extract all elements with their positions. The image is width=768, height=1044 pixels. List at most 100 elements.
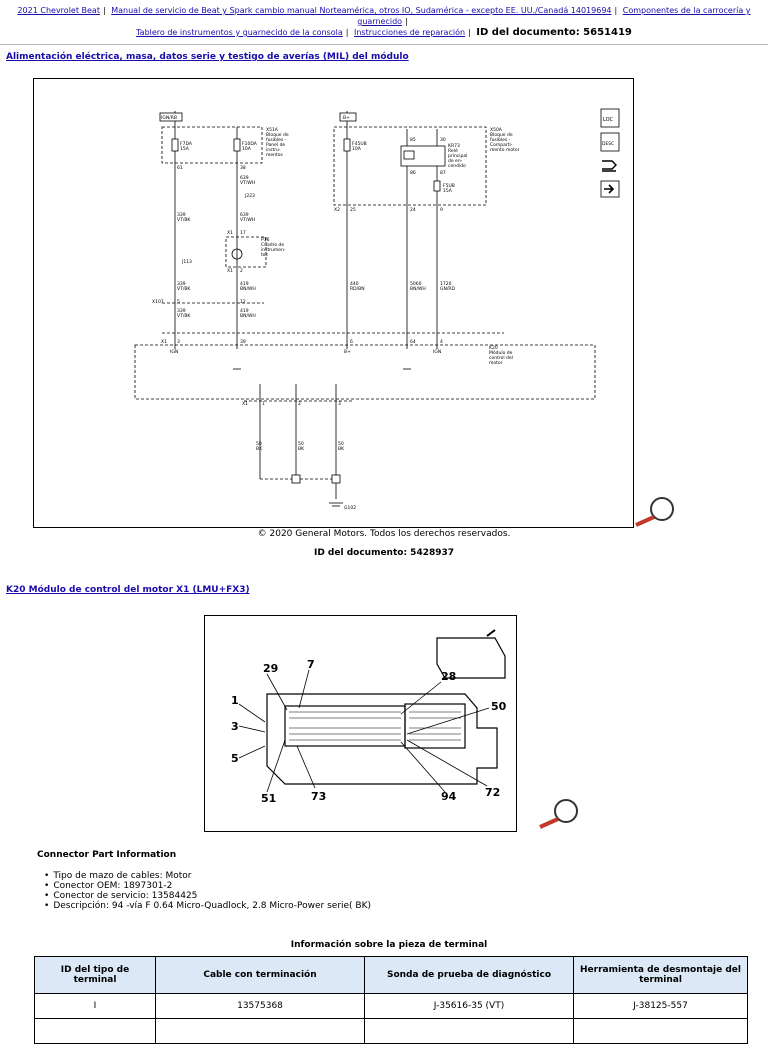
section-title-power-ground[interactable]: Alimentación eléctrica, masa, datos seri… xyxy=(6,52,409,62)
zoom-magnifier-icon[interactable] xyxy=(630,494,678,528)
description-legend-icon[interactable] xyxy=(600,132,620,152)
diagram-label: 30 xyxy=(440,137,446,143)
breadcrumb-link-vehicle[interactable]: 2021 Chevrolet Beat xyxy=(17,6,100,15)
zoom-magnifier-icon[interactable] xyxy=(534,796,582,830)
diagram-label: VT/WH xyxy=(240,180,255,186)
diagram-label: 15A xyxy=(443,188,453,194)
diagram-label: 2 xyxy=(298,401,301,407)
table-cell xyxy=(34,1018,156,1044)
table-cell xyxy=(573,1018,748,1044)
terminal-table-caption: Información sobre la pieza de terminal xyxy=(290,940,488,950)
pin-callout: 7 xyxy=(307,658,315,671)
diagram-label: 639 xyxy=(240,175,249,181)
diagram-label: Comparti- xyxy=(490,142,513,148)
breadcrumb-separator: | xyxy=(468,28,471,37)
diagram-label: BN/WH xyxy=(240,313,256,319)
diagram-label: J113 xyxy=(181,259,192,265)
diagram-label: J223 xyxy=(244,193,255,199)
wiring-diagram-svg: IGN/RB B+ X51A Bloque de fusibles - Pane… xyxy=(134,108,620,511)
pin-callout: 73 xyxy=(311,790,326,803)
legend-loc-label: LOC xyxy=(603,117,614,123)
header-divider xyxy=(0,44,768,45)
diagram-label: 50 xyxy=(298,441,304,447)
diagram-label: fusibles - xyxy=(490,137,511,143)
diagram-label: RD/BN xyxy=(350,286,365,292)
diagram-label: tos xyxy=(261,252,269,258)
breadcrumb-link-body[interactable]: Componentes de la carrocería y guarnecid… xyxy=(357,6,751,26)
diagram-label: X1 xyxy=(242,401,248,407)
diagram-label: 39 xyxy=(240,339,246,345)
diagram-label: 339 xyxy=(177,308,186,314)
diagram-label: G102 xyxy=(344,505,356,511)
diagram-label: F5UB xyxy=(443,183,455,189)
diagram-label: Relé xyxy=(448,147,458,154)
diagram-label: VT/WH xyxy=(240,217,255,223)
diagram-label: 2 xyxy=(240,268,243,274)
table-cell: I xyxy=(34,993,156,1019)
diagram-legend: LOC DESC xyxy=(600,108,620,198)
column-header: Herramienta de desmontaje del terminal xyxy=(573,956,748,994)
diagram-label: IGN/RB xyxy=(161,115,177,121)
diagram-label: Bloque de xyxy=(490,132,513,138)
location-legend-icon[interactable] xyxy=(600,108,620,128)
diagram-label: 6 xyxy=(350,339,353,345)
diagram-label: X107 xyxy=(152,299,164,305)
column-header: ID del tipo de terminal xyxy=(34,956,156,994)
diagram-label: 10A xyxy=(352,146,362,152)
diagram-label: 87 xyxy=(440,170,446,176)
diagram-label: 4 xyxy=(440,339,443,345)
breadcrumb-link-repair[interactable]: Instrucciones de reparación xyxy=(354,28,466,37)
diagram-label: B+ xyxy=(344,349,351,355)
diagram-label: K20 xyxy=(489,345,498,351)
diagram-label: BK xyxy=(338,446,345,452)
diagram-label: 50 xyxy=(256,441,262,447)
diagram-label: Bloque de xyxy=(266,132,289,138)
table-row xyxy=(34,1018,748,1044)
diagram-label: X51A xyxy=(266,127,279,133)
section-title-k20-connector[interactable]: K20 Módulo de control del motor X1 (LMU+… xyxy=(6,585,250,595)
diagram-label: 339 xyxy=(177,212,186,218)
diagram-label: 15A xyxy=(180,146,190,152)
table-cell xyxy=(364,1018,574,1044)
breadcrumb-link-manual[interactable]: Manual de servicio de Beat y Spark cambi… xyxy=(111,6,612,15)
diagram-label: 12 xyxy=(240,299,246,305)
list-item: Tipo de mazo de cables: Motor xyxy=(52,871,371,881)
diagram-label: X1 xyxy=(161,339,167,345)
diagram-label: B+ xyxy=(343,115,350,121)
diagram-label: IGN xyxy=(170,349,178,355)
diagram-label: cendido xyxy=(448,163,466,169)
table-cell: J-35616-35 (VT) xyxy=(364,993,574,1019)
table-cell: J-38125-557 xyxy=(573,993,748,1019)
diagram-label: 3 xyxy=(338,401,341,407)
diagram-label: principal xyxy=(448,153,467,159)
connector-info-list: Tipo de mazo de cables: Motor Conector O… xyxy=(52,871,371,911)
diagram-label: Cuadro de xyxy=(261,242,284,248)
wiring-diagram: IGN/RB B+ X51A Bloque de fusibles - Pane… xyxy=(33,78,634,528)
table-cell xyxy=(155,1018,365,1044)
pin-callout: 3 xyxy=(231,720,239,733)
diagram-label: 339 xyxy=(177,281,186,287)
diagram-label: IGN xyxy=(433,349,441,355)
diagram-label: 25 xyxy=(350,207,356,213)
pin-callout: 29 xyxy=(263,662,278,675)
diagram-label: motor xyxy=(489,360,503,366)
diagram-label: mento motor xyxy=(490,147,520,153)
diagram-label: X1 xyxy=(227,268,233,274)
diagram-label: 1 xyxy=(262,401,265,407)
list-item: Conector OEM: 1897301-2 xyxy=(52,881,371,891)
legend-desc-label: DESC xyxy=(602,141,614,147)
diagram-label: BN/WH xyxy=(240,286,256,292)
connector-legend-icon[interactable] xyxy=(602,160,617,172)
breadcrumb-link-instrument-panel[interactable]: Tablero de instrumentos y guarnecido de … xyxy=(136,28,343,37)
diagram-label: control del xyxy=(489,355,513,361)
pin-callout: 72 xyxy=(485,786,500,799)
breadcrumb-separator: | xyxy=(405,17,408,26)
column-header: Cable con terminación xyxy=(155,956,365,994)
diagram-label: 5 xyxy=(177,299,180,305)
connector-diagram: 29 7 28 50 1 3 5 51 73 94 72 xyxy=(204,615,517,832)
diagram-label: 419 xyxy=(240,308,249,314)
diagram-label: Módulo de xyxy=(489,349,513,356)
pin-callout: 50 xyxy=(491,700,507,713)
breadcrumb-separator: | xyxy=(345,28,349,37)
pin-callout: 1 xyxy=(231,694,239,707)
